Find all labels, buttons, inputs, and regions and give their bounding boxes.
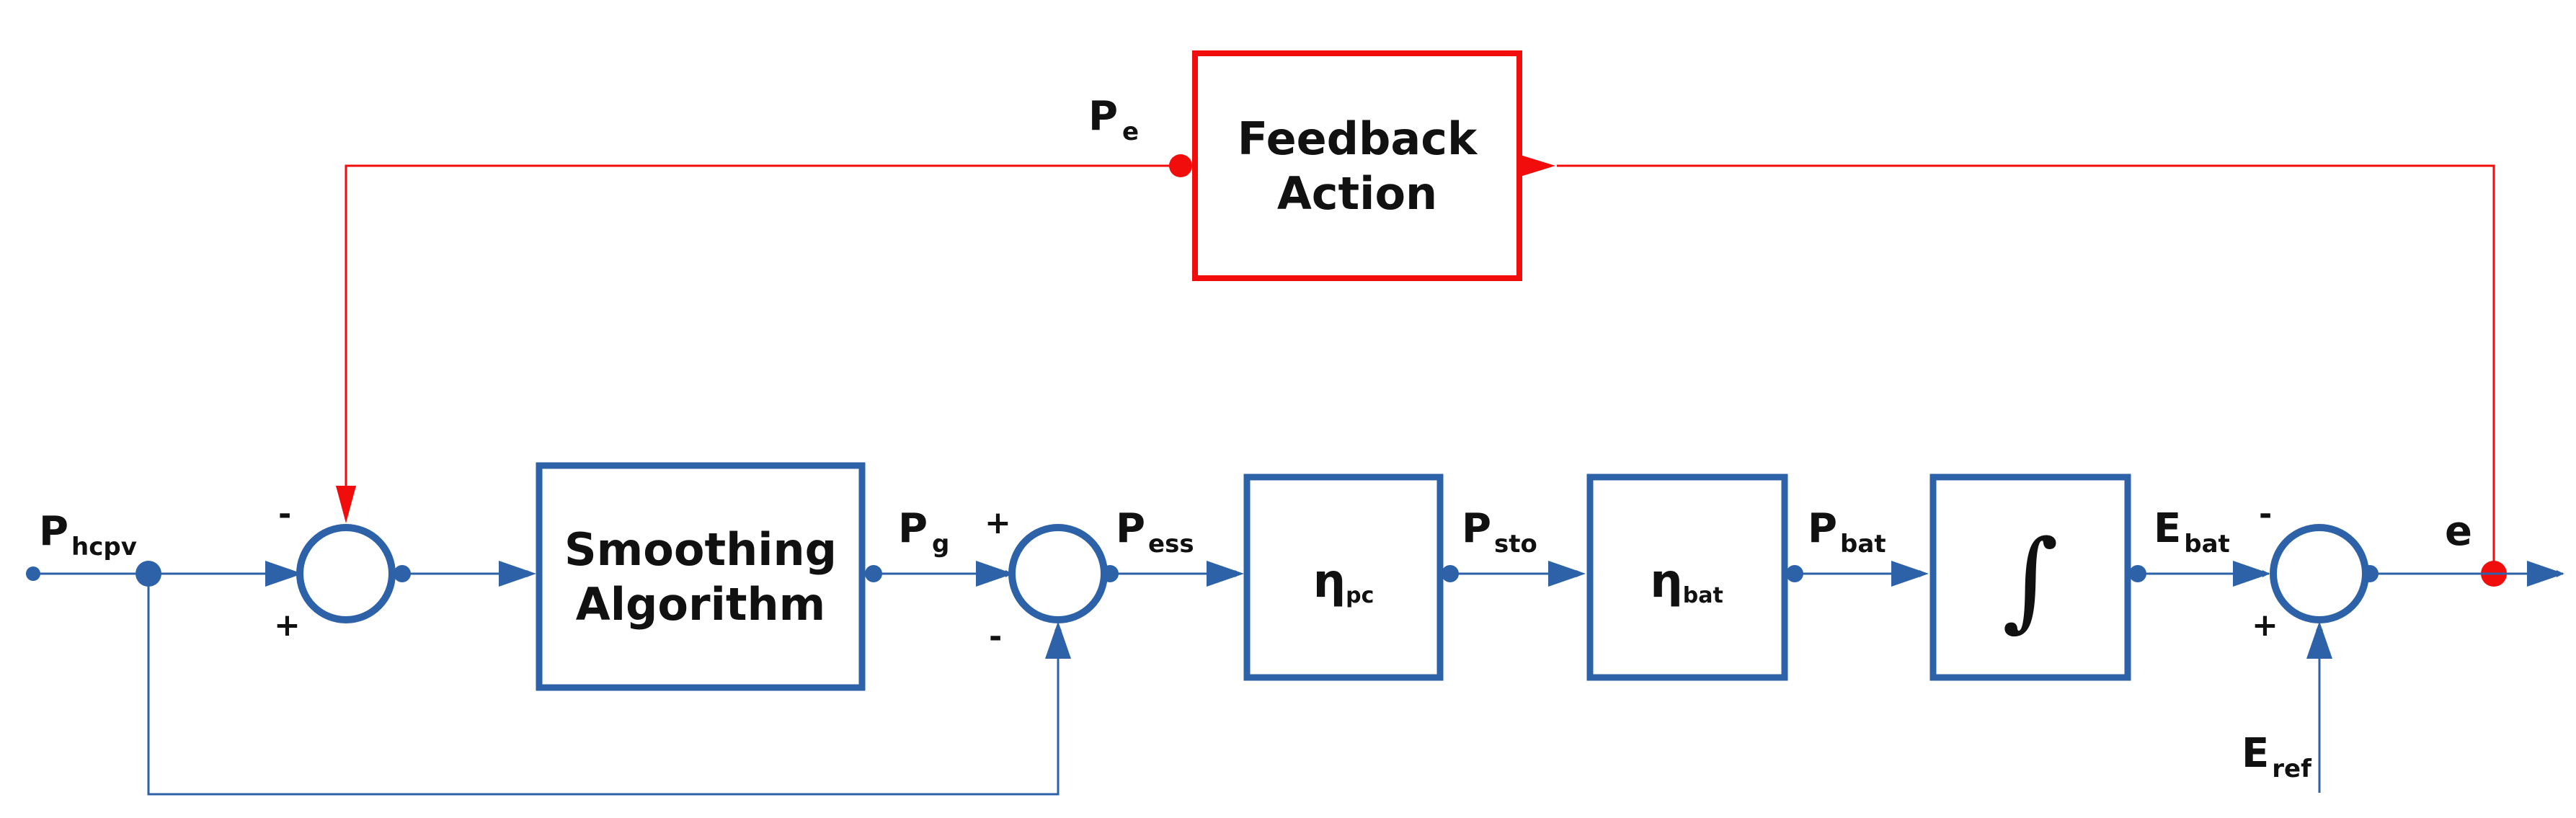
blocks <box>536 462 2131 691</box>
eta-bat-label: ηbat <box>1650 555 1723 608</box>
arrowhead-bypass <box>1045 621 1071 659</box>
arrowhead-sum3 <box>2233 561 2270 587</box>
eta-bat-sub: bat <box>1683 583 1723 608</box>
eta-pc-symbol: η <box>1313 555 1346 608</box>
feedback-action-label-2: Action <box>1277 167 1437 220</box>
sum1-out-dot <box>394 565 411 582</box>
sum3-junction <box>2270 524 2369 623</box>
eta-bat-block <box>1586 474 1788 681</box>
sum2-bottom-sign: - <box>989 618 1002 655</box>
smoothing-label-1: Smoothing <box>564 523 837 576</box>
pe-label-base: P <box>1088 93 1118 140</box>
etapc-out-dot <box>1442 565 1459 582</box>
sum2-junction <box>1008 524 1108 623</box>
e-bat-sub: bat <box>2184 530 2230 559</box>
integrator-out-dot <box>2129 565 2146 582</box>
e-ref-sub: ref <box>2272 755 2312 783</box>
p-bat-base: P <box>1808 505 1837 552</box>
feedback-action-block <box>1192 50 1522 281</box>
sum2-top-sign: + <box>985 504 1011 541</box>
p-hcpv-base: P <box>39 508 68 555</box>
smoothing-out-dot <box>865 565 882 582</box>
feedback-line-from-e <box>1557 164 2495 574</box>
feedback-line-to-sum1 <box>345 164 1181 490</box>
arrowhead-sum2 <box>976 561 1013 587</box>
sum1-bottom-sign: + <box>274 607 301 644</box>
p-g-sub: g <box>932 530 949 559</box>
forward-arrowheads <box>265 561 2564 659</box>
p-hcpv-sub: hcpv <box>71 533 137 561</box>
integrator-block <box>1929 474 2131 681</box>
sum3-top-sign: - <box>2259 496 2272 533</box>
arrowhead-output <box>2527 561 2564 587</box>
p-bat-sub: bat <box>1840 530 1886 559</box>
p-ess-base: P <box>1116 505 1145 552</box>
feedback-action-label-1: Feedback <box>1238 112 1478 165</box>
arrowhead-sum1-top <box>336 486 356 523</box>
p-sto-sub: sto <box>1494 530 1537 559</box>
p-sto-base: P <box>1462 505 1491 552</box>
input-start-dot <box>26 566 40 581</box>
summing-junctions <box>296 524 2369 623</box>
sum1-junction <box>296 524 396 623</box>
eta-pc-sub: pc <box>1346 583 1374 608</box>
sum1-top-sign: - <box>278 496 291 533</box>
sum3-bottom-sign: + <box>2252 607 2278 644</box>
arrowhead-smoothing <box>499 561 536 587</box>
smoothing-label-2: Algorithm <box>576 578 825 631</box>
p-ess-sub: ess <box>1148 530 1194 559</box>
eta-bat-symbol: η <box>1650 555 1683 608</box>
arrowhead-integrator <box>1891 561 1929 587</box>
smoothing-algorithm-block <box>536 462 866 691</box>
pe-label-sub: e <box>1122 117 1139 146</box>
arrowhead-etapc <box>1207 561 1244 587</box>
e-ref-base: E <box>2242 730 2269 777</box>
arrowhead-etabat <box>1548 561 1586 587</box>
input-branch-dot <box>136 561 161 587</box>
pe-dot <box>1169 154 1192 177</box>
p-g-base: P <box>898 505 928 552</box>
e-label: e <box>2445 508 2472 555</box>
arrowhead-sum1 <box>265 561 303 587</box>
eta-pc-label: ηpc <box>1313 555 1374 608</box>
e-bat-base: E <box>2154 505 2181 552</box>
eta-pc-block <box>1243 474 1444 681</box>
feedback-arrowhead-block <box>1518 154 1555 177</box>
integrator-symbol: ∫ <box>2002 517 2058 643</box>
bypass-line <box>147 574 1062 796</box>
etabat-out-dot <box>1786 565 1803 582</box>
arrowhead-eref <box>2306 621 2332 659</box>
